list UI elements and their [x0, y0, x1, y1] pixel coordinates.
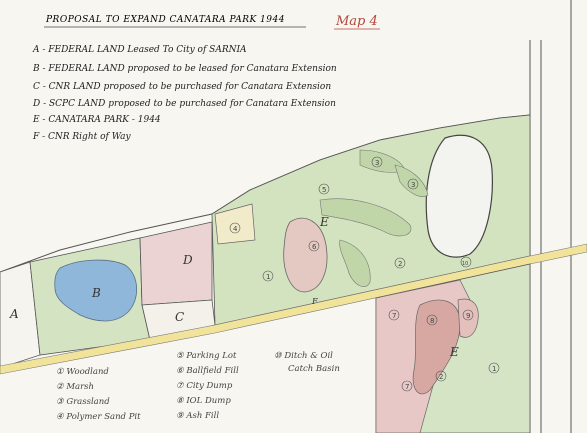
marker-7b: 7 [405, 383, 409, 391]
area-d-label: D [182, 253, 193, 267]
iol-dump [412, 299, 461, 395]
key-city-dump: ⑦ City Dump [176, 381, 233, 391]
ballfield-fill [283, 217, 328, 293]
marker-6-circle [308, 240, 320, 252]
grass-strip-2 [339, 239, 371, 287]
area-b-water [54, 259, 138, 322]
legend-c: C - CNR LAND proposed to be purchased fo… [33, 82, 331, 92]
marker-8-circle [426, 314, 438, 326]
marker-4: 4 [233, 225, 238, 233]
key-catch-basin: Catch Basin [288, 364, 340, 374]
marker-2a-circle [394, 257, 406, 269]
sand-pit [214, 203, 256, 245]
marker-8: 8 [430, 317, 434, 325]
area-a-label: A [9, 307, 19, 321]
marker-3b-circle [407, 178, 419, 190]
marker-9: 9 [466, 312, 470, 320]
marker-1b-circle [488, 362, 500, 374]
area-d [139, 221, 213, 306]
marker-3-circle [371, 156, 383, 168]
marker-7b-circle [401, 380, 413, 392]
key-ash-fill: ⑨ Ash Fill [176, 411, 219, 421]
marker-10-circle [460, 256, 472, 268]
marker-3b: 3 [411, 181, 415, 189]
marker-2b: 2 [439, 373, 443, 381]
key-marsh: ② Marsh [56, 382, 94, 392]
area-c-label: C [175, 310, 184, 324]
map-markers: 4 1 6 5 3 3 2 10 7 8 9 7 2 1 [229, 156, 500, 392]
marker-1a-circle [262, 270, 274, 282]
marker-5: 5 [322, 186, 326, 194]
key-iol-dump: ⑧ IOL Dump [176, 396, 231, 406]
key-polymer-sand-pit: ④ Polymer Sand Pit [56, 412, 141, 422]
marker-7a: 7 [392, 312, 396, 320]
map-title: PROPOSAL TO EXPAND CANATARA PARK 1944 [45, 15, 285, 25]
area-f-label: F [311, 297, 318, 306]
marker-4-circle [229, 222, 241, 234]
key-parking-lot: ⑤ Parking Lot [176, 351, 237, 361]
ash-fill [457, 298, 479, 338]
railway-right-of-way [0, 243, 587, 375]
marker-2b-circle [435, 370, 447, 382]
marker-9-circle [462, 309, 474, 321]
area-b-label: B [91, 286, 101, 300]
marker-1b: 1 [492, 365, 496, 373]
marker-10: 10 [462, 261, 468, 267]
legend-e: E - CANATARA PARK - 1944 [32, 115, 161, 125]
legend-b: B - FEDERAL LAND proposed to be leased f… [32, 64, 337, 74]
map-key: ① Woodland ② Marsh ③ Grassland ④ Polymer… [56, 351, 340, 422]
key-woodland: ① Woodland [56, 367, 109, 377]
area-e-label: E [319, 215, 329, 229]
grass-strip-4 [394, 164, 429, 197]
marker-5-circle [318, 183, 330, 195]
legend-d: D - SCPC LAND proposed to be purchased f… [32, 99, 336, 109]
legend-a: A - FEDERAL LAND Leased To City of SARNI… [32, 45, 247, 55]
area-e-south-label: E [449, 345, 459, 359]
marker-3: 3 [375, 159, 379, 167]
map-number-label: Map 4 [335, 14, 378, 29]
marker-6: 6 [312, 243, 317, 251]
legend-f: F - CNR Right of Way [32, 132, 132, 142]
key-ditch-oil: ⑩ Ditch & Oil [274, 351, 333, 361]
key-ballfield-fill: ⑥ Ballfield Fill [176, 366, 239, 376]
marker-7a-circle [388, 309, 400, 321]
key-grassland: ③ Grassland [56, 397, 110, 407]
marker-1a: 1 [266, 273, 270, 281]
park-lake [425, 134, 493, 258]
grass-strip-1 [319, 198, 412, 237]
marker-2a: 2 [398, 260, 402, 268]
